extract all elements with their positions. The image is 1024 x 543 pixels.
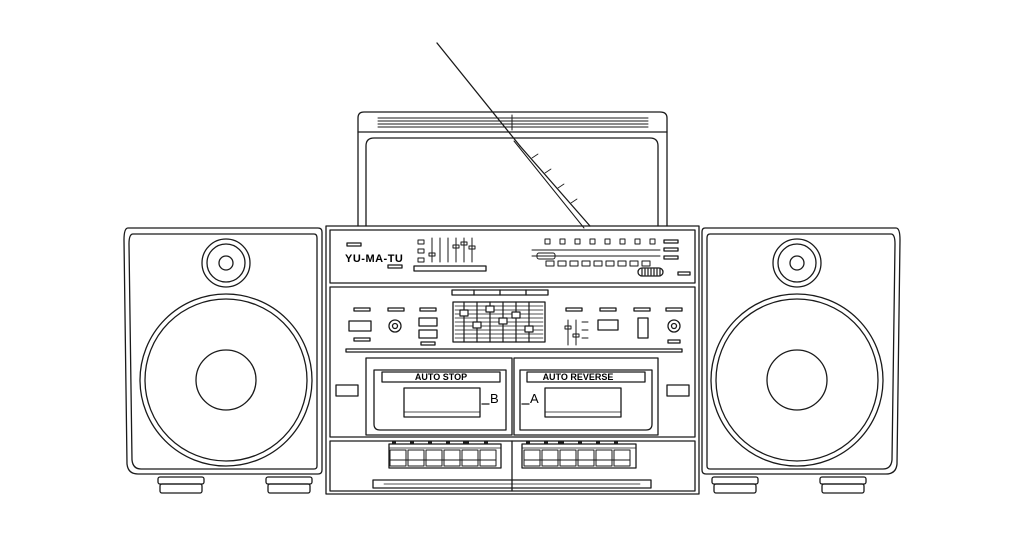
- left-speaker: [123, 227, 323, 494]
- function-button[interactable]: [418, 317, 438, 327]
- cassette-deck-b[interactable]: [365, 357, 513, 436]
- tweeter: [201, 238, 251, 288]
- power-indicator: [346, 242, 362, 247]
- function-button[interactable]: [418, 329, 438, 339]
- antenna[interactable]: [436, 42, 591, 229]
- woofer: [710, 293, 884, 467]
- mode-button[interactable]: [348, 320, 372, 332]
- graphic-equalizer[interactable]: [452, 301, 546, 343]
- mode-button[interactable]: [597, 319, 619, 331]
- deck-b-letter: B: [490, 391, 499, 406]
- tuning-dial[interactable]: [531, 238, 661, 267]
- tweeter: [772, 238, 822, 288]
- deck-a-label: AUTO REVERSE: [543, 372, 614, 382]
- deck-a-letter: A: [530, 391, 539, 406]
- balance-knob[interactable]: [667, 319, 681, 333]
- tape-selector[interactable]: [637, 317, 649, 339]
- brand-logo: YU-MA-TU: [345, 253, 403, 265]
- radio-tuner-panel: [346, 237, 691, 277]
- tone-sliders[interactable]: [417, 237, 476, 263]
- deck-b-label: AUTO STOP: [415, 372, 467, 382]
- left-speaker-feet: [157, 476, 313, 494]
- deck-a-transport-keys[interactable]: [521, 441, 637, 469]
- dial-pointer[interactable]: [536, 252, 556, 260]
- band-selector[interactable]: [637, 267, 664, 277]
- volume-knob[interactable]: [388, 319, 402, 333]
- woofer: [139, 293, 313, 467]
- handle-grille: [377, 114, 649, 131]
- bottom-slot: [372, 479, 652, 489]
- right-side-button[interactable]: [666, 384, 690, 397]
- tuning-slot: [413, 265, 487, 272]
- cassette-deck-a[interactable]: [513, 357, 659, 436]
- deck-b-transport-keys[interactable]: [388, 441, 502, 469]
- tape-window: [403, 387, 481, 418]
- right-speaker-feet: [711, 476, 867, 494]
- left-side-button[interactable]: [335, 384, 359, 397]
- carry-handle[interactable]: [357, 111, 668, 227]
- control-strip: [345, 289, 683, 353]
- tape-window: [544, 387, 622, 418]
- right-speaker: [701, 227, 901, 494]
